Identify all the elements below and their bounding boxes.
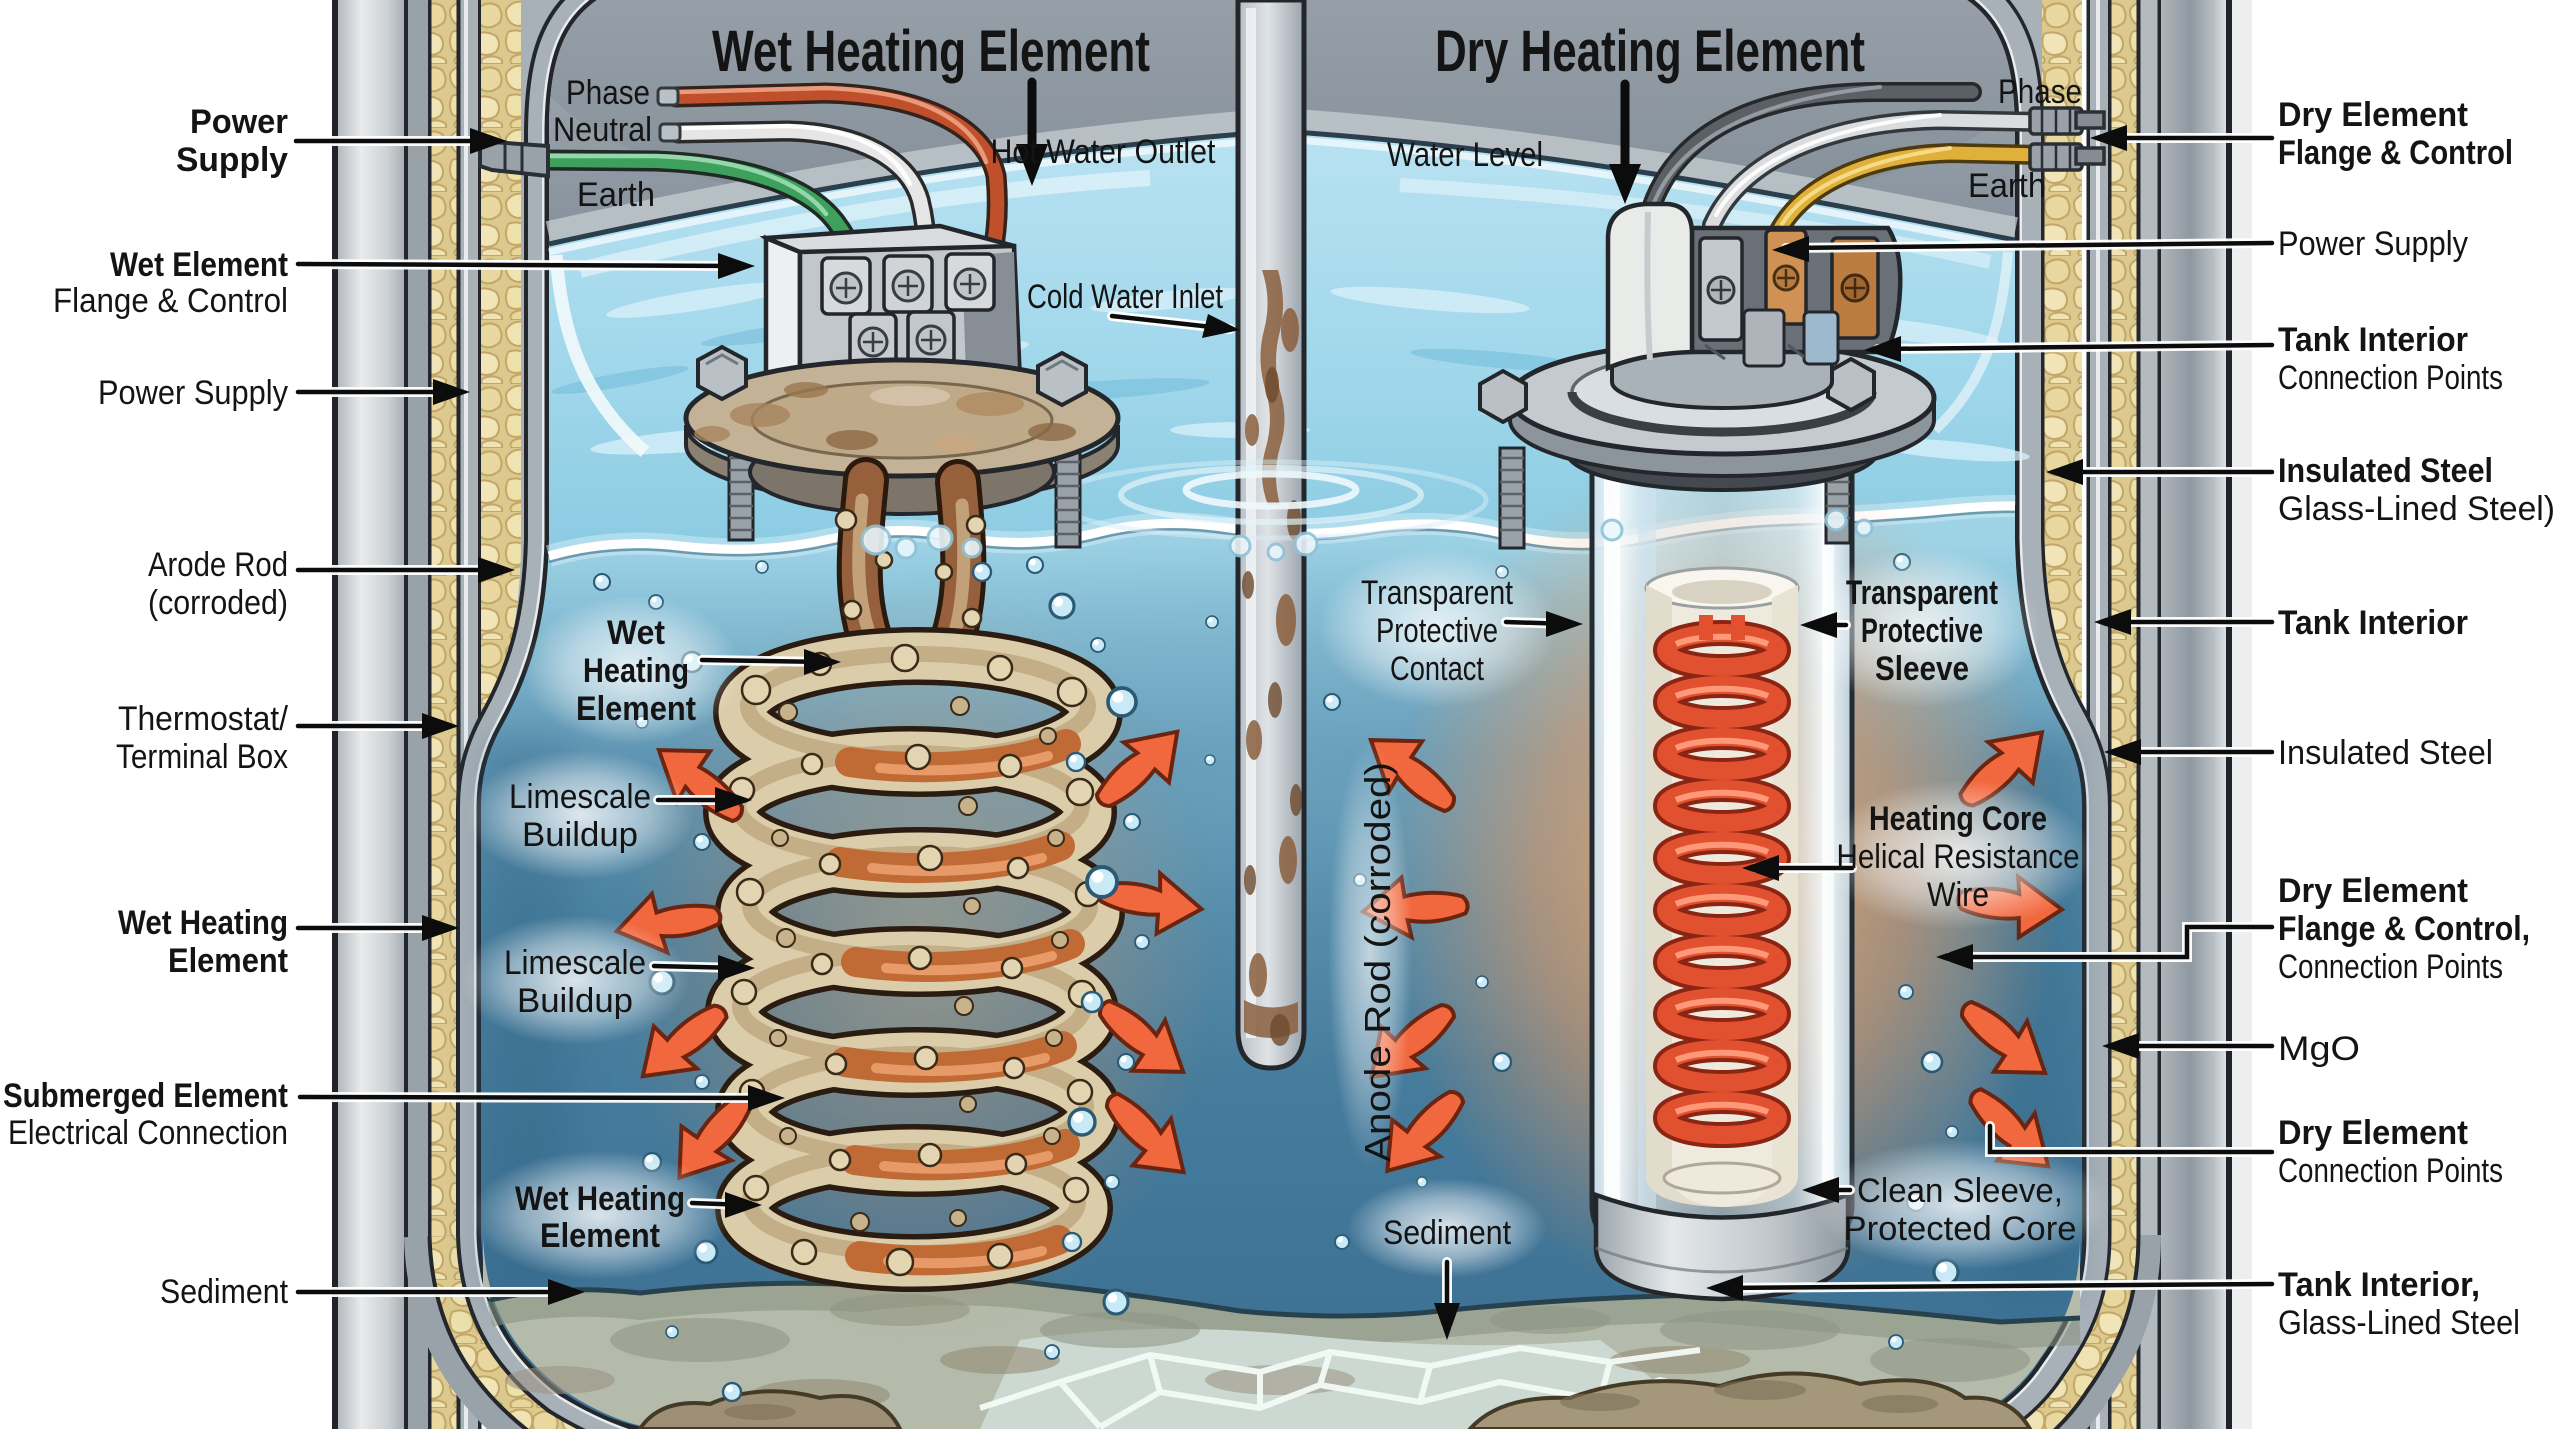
- svg-text:Connection Points: Connection Points: [2278, 359, 2503, 397]
- svg-text:Element: Element: [168, 942, 288, 980]
- svg-text:Tank Interior: Tank Interior: [2278, 321, 2468, 359]
- svg-text:Dry Element: Dry Element: [2278, 96, 2468, 134]
- svg-text:Insulated Steel: Insulated Steel: [2278, 452, 2493, 490]
- svg-text:Supply: Supply: [176, 141, 288, 179]
- svg-text:Thermostat/: Thermostat/: [118, 700, 289, 738]
- svg-text:Sediment: Sediment: [160, 1273, 288, 1311]
- svg-text:Power Supply: Power Supply: [98, 374, 288, 412]
- svg-text:Earth: Earth: [577, 176, 655, 214]
- svg-text:Flange & Control: Flange & Control: [53, 282, 288, 320]
- svg-text:Electrical Connection: Electrical Connection: [8, 1114, 288, 1152]
- svg-text:Protected Core: Protected Core: [1844, 1210, 2077, 1248]
- svg-text:Protective: Protective: [1861, 612, 1983, 650]
- svg-text:Transparent: Transparent: [1361, 574, 1513, 612]
- svg-text:Limescale: Limescale: [504, 944, 646, 982]
- svg-text:Wet Heating: Wet Heating: [515, 1180, 685, 1218]
- svg-text:Heating: Heating: [583, 652, 689, 690]
- svg-text:Tank Interior,: Tank Interior,: [2278, 1266, 2480, 1304]
- svg-text:Power: Power: [190, 103, 288, 141]
- svg-text:Dry Element: Dry Element: [2278, 872, 2468, 910]
- svg-text:Protective: Protective: [1376, 612, 1498, 650]
- svg-text:Phase: Phase: [1998, 73, 2082, 111]
- svg-text:Connection Points: Connection Points: [2278, 1152, 2503, 1190]
- svg-text:Glass-Lined Steel: Glass-Lined Steel: [2278, 1304, 2520, 1342]
- svg-text:(corroded): (corroded): [148, 584, 288, 622]
- svg-text:Transparent: Transparent: [1846, 574, 1998, 612]
- svg-text:Insulated Steel: Insulated Steel: [2278, 734, 2493, 772]
- svg-text:Connection Points: Connection Points: [2278, 948, 2503, 986]
- svg-text:Power Supply: Power Supply: [2278, 225, 2468, 263]
- svg-text:Arode Rod: Arode Rod: [148, 546, 288, 584]
- svg-text:Glass-Lined Steel): Glass-Lined Steel): [2278, 490, 2555, 528]
- svg-text:Hot Water Outlet: Hot Water Outlet: [991, 133, 1216, 171]
- svg-text:Submerged Element: Submerged Element: [3, 1077, 288, 1115]
- svg-text:Buildup: Buildup: [517, 982, 633, 1020]
- svg-text:Sleeve: Sleeve: [1875, 650, 1969, 688]
- svg-text:Dry Element: Dry Element: [2278, 1114, 2468, 1152]
- svg-text:Tank Interior: Tank Interior: [2278, 604, 2468, 642]
- svg-text:Contact: Contact: [1390, 650, 1484, 688]
- svg-text:Clean Sleeve,: Clean Sleeve,: [1857, 1172, 2063, 1210]
- svg-text:Dry Heating Element: Dry Heating Element: [1435, 19, 1865, 84]
- svg-text:Water Level: Water Level: [1387, 136, 1543, 174]
- svg-text:Neutral: Neutral: [553, 111, 652, 149]
- svg-text:Wet Heating Element: Wet Heating Element: [712, 19, 1150, 84]
- svg-text:Flange & Control: Flange & Control: [2278, 134, 2513, 172]
- svg-text:Terminal Box: Terminal Box: [116, 738, 288, 776]
- svg-text:Heating Core: Heating Core: [1869, 800, 2047, 838]
- svg-text:Sediment: Sediment: [1383, 1214, 1511, 1252]
- svg-text:Wet Element: Wet Element: [110, 246, 288, 284]
- svg-text:Flange & Control,: Flange & Control,: [2278, 910, 2530, 948]
- svg-text:Helical Resistance: Helical Resistance: [1837, 838, 2080, 876]
- svg-text:Cold Water Inlet: Cold Water Inlet: [1027, 278, 1223, 316]
- svg-text:Anode Rod (corroded): Anode Rod (corroded): [1357, 762, 1398, 1162]
- svg-text:Phase: Phase: [566, 74, 650, 112]
- svg-text:Earth: Earth: [1968, 167, 2046, 205]
- svg-text:Wire: Wire: [1927, 876, 1989, 914]
- svg-text:Buildup: Buildup: [522, 816, 638, 854]
- svg-text:Element: Element: [540, 1217, 660, 1255]
- svg-text:Limescale: Limescale: [509, 778, 651, 816]
- svg-text:Wet: Wet: [607, 614, 665, 652]
- svg-text:MgO: MgO: [2278, 1030, 2360, 1068]
- svg-text:Element: Element: [576, 690, 696, 728]
- svg-text:Wet Heating: Wet Heating: [118, 904, 288, 942]
